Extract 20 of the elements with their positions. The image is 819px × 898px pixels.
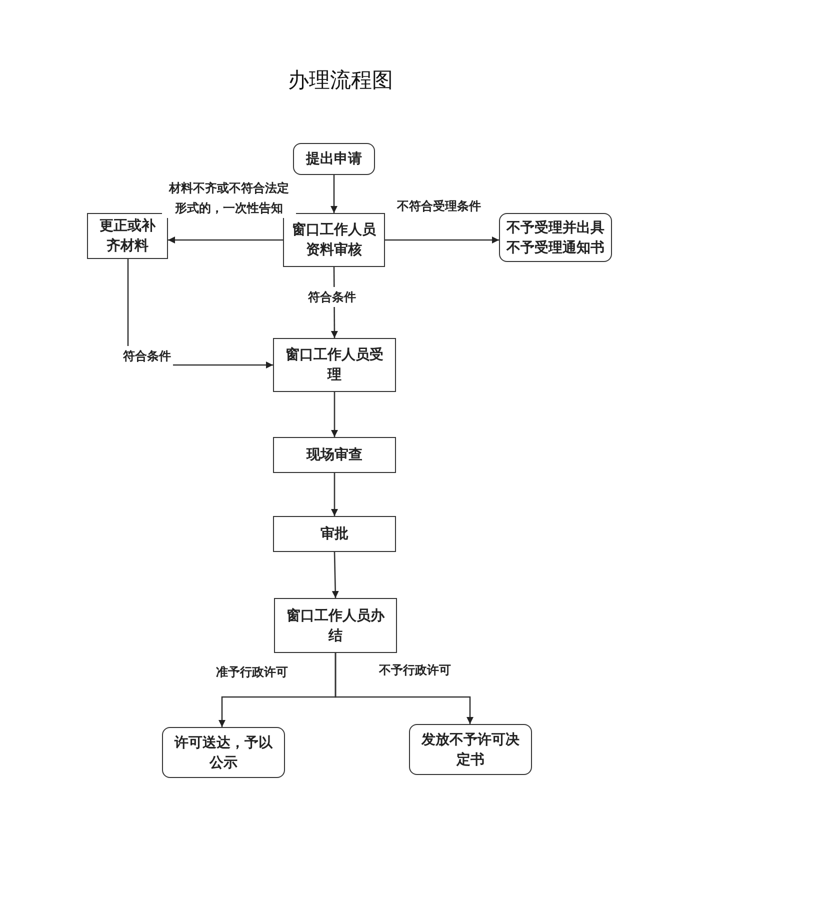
arrow xyxy=(168,236,283,244)
process-box: 窗口工作人员资料审核 xyxy=(283,213,385,267)
outcome-box: 发放不予许可决定书 xyxy=(409,724,532,775)
process-box: 窗口工作人员受理 xyxy=(273,338,396,392)
process-box: 审批 xyxy=(273,516,396,552)
arrow xyxy=(331,392,338,437)
process-box: 更正或补齐材料 xyxy=(87,213,168,259)
edge-label: 符合条件 xyxy=(306,287,358,307)
start-box: 提出申请 xyxy=(293,143,375,175)
arrow xyxy=(385,236,499,244)
process-box: 现场审查 xyxy=(273,437,396,473)
arrow xyxy=(332,552,339,598)
outcome-box: 不予受理并出具不予受理通知书 xyxy=(499,213,612,262)
arrow xyxy=(330,175,338,213)
arrow xyxy=(331,473,338,516)
edge-label: 符合条件 xyxy=(121,346,173,366)
title: 办理流程图 xyxy=(288,67,393,94)
process-box: 窗口工作人员办结 xyxy=(274,598,397,653)
outcome-box: 许可送达，予以公示 xyxy=(162,727,285,778)
arrow xyxy=(334,653,474,724)
